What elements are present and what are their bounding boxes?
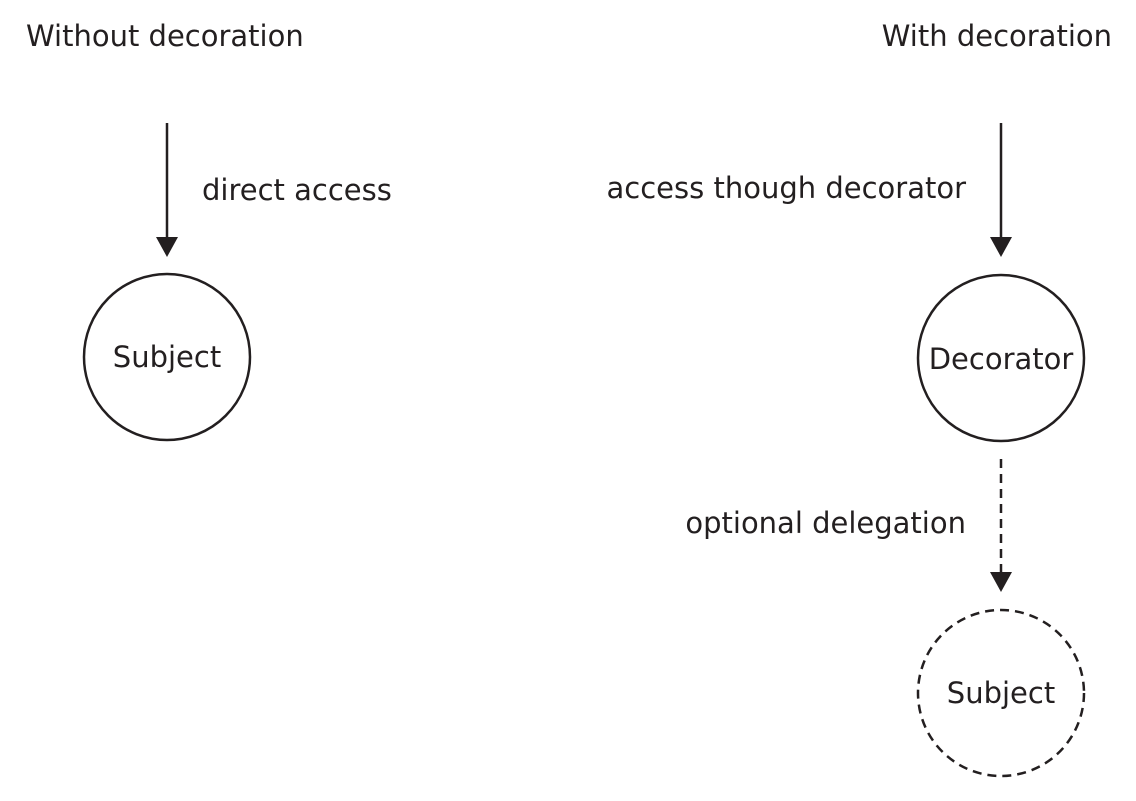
left-panel: Without decoration direct access Subject [26,19,392,442]
decorator-access-arrowhead [990,237,1012,257]
direct-access-arrowhead [156,237,178,257]
decorator-access-arrow [990,123,1012,257]
direct-access-arrow [156,123,178,257]
subject-node-left: Subject [82,272,252,442]
decorator-node: Decorator [916,273,1086,443]
subject-node-right: Subject [916,608,1086,778]
direct-access-label: direct access [202,173,392,207]
decorator-node-circle [916,273,1086,443]
subject-node-right-label: Subject [947,676,1055,710]
delegation-label: optional delegation [685,506,966,540]
delegation-arrowhead [990,572,1012,592]
subject-node-left-label: Subject [113,340,221,374]
right-panel: With decoration access though decorator … [607,19,1112,778]
decorator-access-label: access though decorator [607,171,967,205]
subject-node-right-circle [916,608,1086,778]
delegation-arrow [990,459,1012,592]
subject-node-left-circle [82,272,252,442]
right-heading: With decoration [882,19,1112,53]
left-heading: Without decoration [26,19,304,53]
decorator-node-label: Decorator [929,342,1074,376]
